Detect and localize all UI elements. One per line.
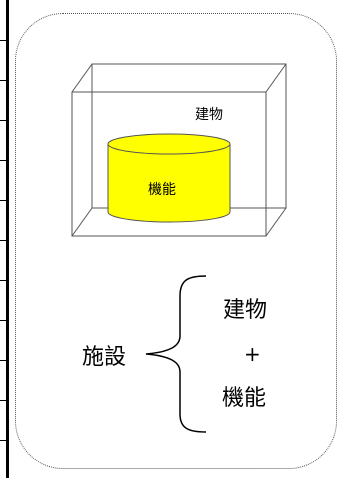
facility-label: 施設 [82,345,127,370]
cylinder-function-label: 機能 [148,182,176,198]
curly-brace-icon [145,275,207,433]
component-function-label: 機能 [222,386,267,411]
plus-operator: + [244,342,261,366]
box-building-label: 建物 [195,107,223,123]
component-building-label: 建物 [223,298,268,323]
function-cylinder [107,133,231,223]
left-margin-rule [0,0,9,478]
building-box [71,63,287,237]
diagram-panel [15,13,337,469]
